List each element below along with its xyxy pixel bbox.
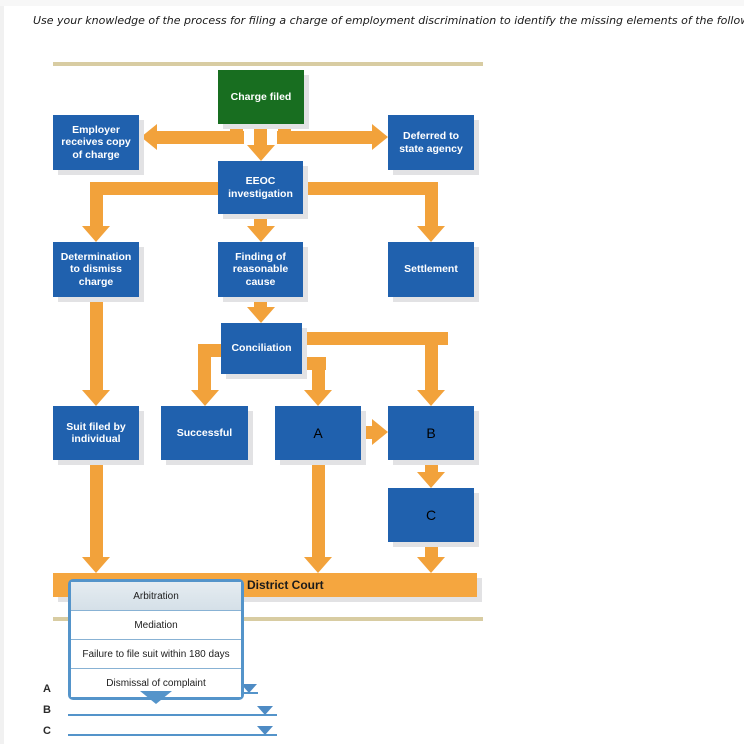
arrow-to-b-head xyxy=(417,390,445,406)
diagram-top-divider xyxy=(53,62,483,66)
arrow-to-employer-head xyxy=(141,124,157,150)
arrow-a-column xyxy=(312,460,325,558)
arrow-b-to-c-stub xyxy=(425,460,438,473)
arrow-determination-column xyxy=(90,297,103,390)
arrow-to-successful-head xyxy=(191,390,219,406)
dropdown-option-mediation[interactable]: Mediation xyxy=(71,610,241,639)
answer-label-b: B xyxy=(43,704,51,716)
arrow-to-deferred-bar xyxy=(277,131,373,144)
arrow-eeoc-center-stub xyxy=(254,213,267,226)
arrow-to-conciliation-head xyxy=(247,307,275,323)
dropdown-option-failure-180-days[interactable]: Failure to file suit within 180 days xyxy=(71,639,241,668)
flow-node-deferred-state-agency: Deferred to state agency xyxy=(388,115,474,170)
arrow-suit-column xyxy=(90,460,103,558)
arrow-to-settlement-head xyxy=(417,226,445,242)
flow-node-eeoc-investigation: EEOC investigation xyxy=(218,161,303,214)
arrow-a-to-b-head xyxy=(372,419,388,445)
arrow-to-a-head xyxy=(304,390,332,406)
caret-down-icon-b[interactable] xyxy=(257,706,273,715)
flow-node-settlement: Settlement xyxy=(388,242,474,297)
arrow-to-determination-head xyxy=(82,226,110,242)
arrow-to-suit-head xyxy=(82,390,110,406)
flow-node-blank-a: A xyxy=(275,406,361,460)
diagram-bottom-divider xyxy=(53,617,483,621)
caret-down-icon-c[interactable] xyxy=(257,726,273,735)
arrow-a-to-court-head xyxy=(304,557,332,573)
arrow-suit-to-court-head xyxy=(82,557,110,573)
arrow-charge-center-stub xyxy=(254,124,267,146)
arrow-c-stub xyxy=(425,542,438,558)
arrow-eeoc-right-column xyxy=(425,182,438,226)
arrow-eeoc-left-column xyxy=(90,182,103,226)
dropdown-option-arbitration[interactable]: Arbitration xyxy=(71,582,241,610)
arrow-to-deferred-head xyxy=(372,124,388,150)
arrow-conciliation-a-column xyxy=(312,357,325,390)
flow-node-blank-c: C xyxy=(388,488,474,542)
instruction-text: Use your knowledge of the process for fi… xyxy=(33,14,744,27)
dropdown-popup: Arbitration Mediation Failure to file su… xyxy=(68,579,244,700)
arrow-to-finding-head xyxy=(247,226,275,242)
answer-label-c: C xyxy=(43,725,51,737)
arrow-conciliation-left-column xyxy=(198,344,211,390)
dropdown-pointer-icon xyxy=(140,691,172,704)
arrow-to-eeoc-head xyxy=(247,145,275,161)
arrow-a-to-b-bar xyxy=(361,426,375,439)
arrow-conciliation-b-bar xyxy=(301,332,448,345)
flow-node-conciliation: Conciliation xyxy=(221,323,302,374)
arrow-conciliation-b-column xyxy=(425,332,438,390)
flow-node-employer-receives-copy: Employer receives copy of charge xyxy=(53,115,139,170)
flow-node-successful: Successful xyxy=(161,406,248,460)
window-left-edge xyxy=(0,0,4,744)
flow-node-blank-b: B xyxy=(388,406,474,460)
flow-node-finding-reasonable-cause: Finding of reasonable cause xyxy=(218,242,303,297)
arrow-b-to-c-head xyxy=(417,472,445,488)
answer-select-c[interactable] xyxy=(68,734,277,736)
flow-node-charge-filed: Charge filed xyxy=(218,70,304,124)
window-top-edge xyxy=(0,0,744,6)
arrow-c-to-court-head xyxy=(417,557,445,573)
caret-down-icon-a[interactable] xyxy=(241,684,257,693)
arrow-to-employer-bar xyxy=(157,131,244,144)
flow-node-suit-filed: Suit filed by individual xyxy=(53,406,139,460)
district-court-label: District Court xyxy=(247,578,324,592)
arrow-finding-stub xyxy=(254,297,267,307)
answer-select-b[interactable] xyxy=(68,714,277,716)
flow-node-determination-dismiss: Determination to dismiss charge xyxy=(53,242,139,297)
answer-label-a: A xyxy=(43,683,51,695)
